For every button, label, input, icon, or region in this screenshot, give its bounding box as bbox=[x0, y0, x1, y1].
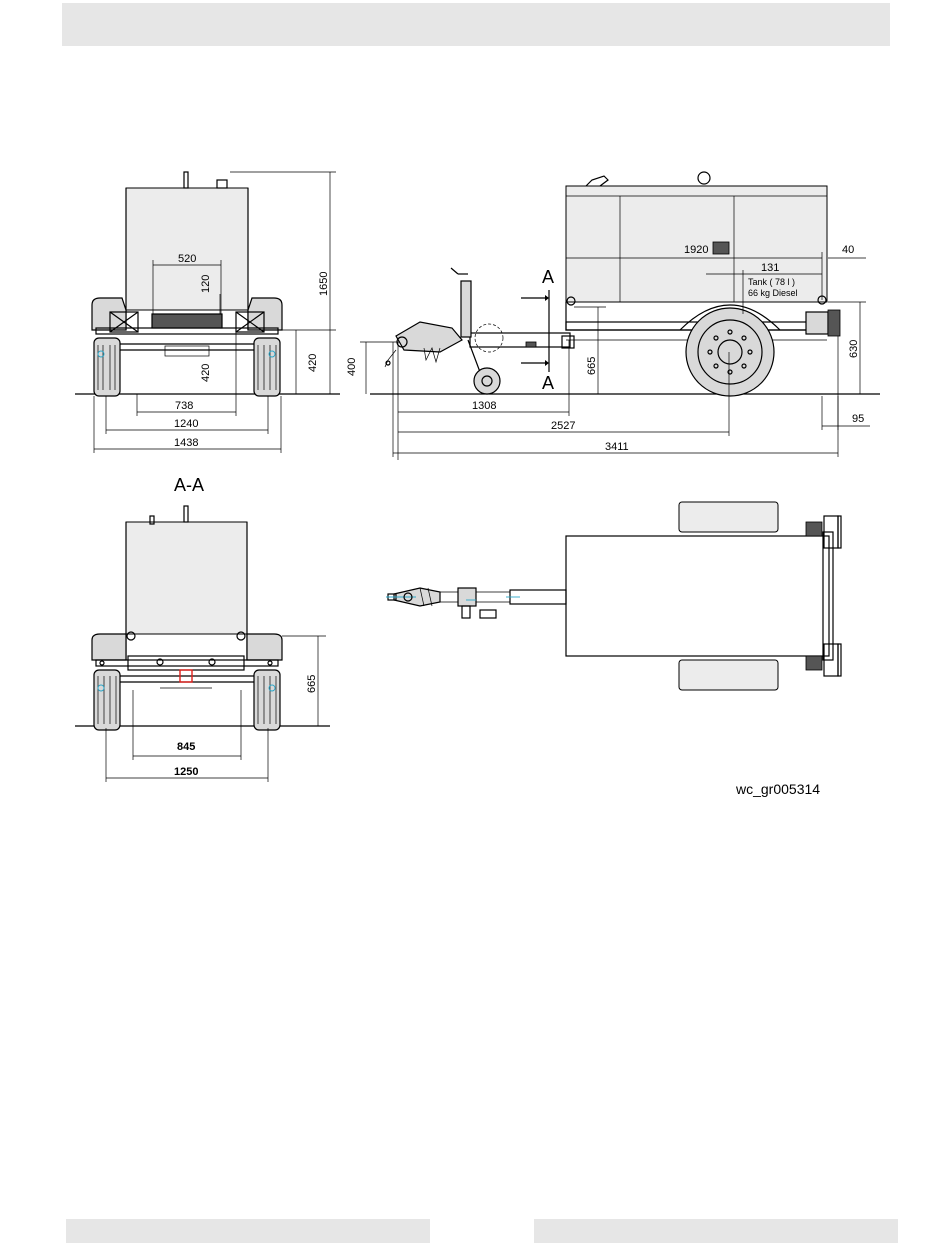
dim-420-left: 420 bbox=[200, 364, 212, 382]
dim-738: 738 bbox=[175, 400, 193, 412]
section-marker-top: A bbox=[542, 267, 554, 287]
dim-1650: 1650 bbox=[318, 272, 330, 296]
dim-40: 40 bbox=[842, 244, 854, 256]
dim-400: 400 bbox=[346, 358, 358, 376]
dim-120: 120 bbox=[200, 275, 212, 293]
dim-131: 131 bbox=[761, 262, 779, 274]
section-marker-bottom: A bbox=[542, 373, 554, 393]
dim-420-right: 420 bbox=[307, 354, 319, 372]
dim-845: 845 bbox=[177, 741, 195, 753]
side-view: A A 1920 40 131 Tank ( 78 l ) 66 kg Dies… bbox=[346, 172, 880, 460]
dim-630: 630 bbox=[848, 340, 860, 358]
dim-2527: 2527 bbox=[551, 420, 575, 432]
front-view: 520 120 1650 420 420 738 1240 1438 bbox=[75, 172, 340, 453]
dim-520: 520 bbox=[178, 253, 196, 265]
dim-1438: 1438 bbox=[174, 437, 198, 449]
dim-1250: 1250 bbox=[174, 766, 198, 778]
tank-weight-label: 66 kg Diesel bbox=[748, 288, 798, 298]
dim-665-section: 665 bbox=[306, 675, 318, 693]
section-view: A-A 665 845 bbox=[75, 475, 330, 782]
dim-1240: 1240 bbox=[174, 418, 198, 430]
dim-95: 95 bbox=[852, 413, 864, 425]
dim-3411: 3411 bbox=[605, 441, 629, 453]
dim-1308: 1308 bbox=[472, 400, 496, 412]
dim-1920: 1920 bbox=[684, 244, 708, 256]
dim-665: 665 bbox=[586, 357, 598, 375]
reference-code: wc_gr005314 bbox=[735, 781, 820, 797]
top-view bbox=[386, 502, 841, 690]
section-title: A-A bbox=[174, 475, 204, 495]
tank-capacity-label: Tank ( 78 l ) bbox=[748, 277, 795, 287]
